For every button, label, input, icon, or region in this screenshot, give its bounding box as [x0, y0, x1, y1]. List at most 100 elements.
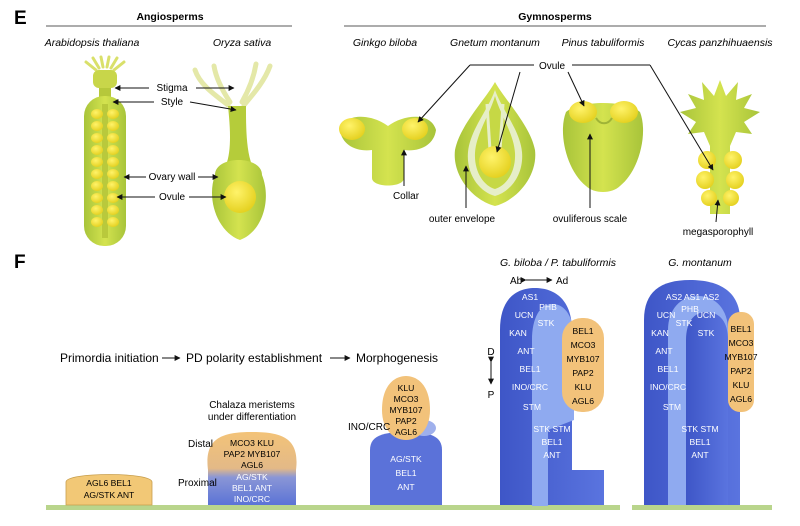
gm-orange-gene-6: AGL6	[730, 394, 752, 404]
label-megasporophyll: megasporophyll	[683, 227, 754, 238]
panel-f-letter: F	[14, 252, 26, 273]
label-style: Style	[161, 97, 184, 108]
gb-outer-gene-7: STM	[523, 402, 541, 412]
stage-primordia-initiation: Primordia initiation	[60, 351, 159, 365]
gb-bottom-gene-3: ANT	[543, 450, 561, 460]
arabidopsis-pistil-illustration	[84, 55, 126, 246]
gb-outer-gene-2: UCN	[515, 310, 534, 320]
gb-pt-ovule-shape	[500, 288, 604, 506]
gb-outer-gene-6: INO/CRC	[512, 382, 548, 392]
chalaza-caption-line-2: under differentiation	[208, 412, 296, 423]
gb-outer-gene-1: AS1	[522, 292, 538, 302]
species-arabidopsis: Arabidopsis thaliana	[44, 37, 140, 49]
label-ovuliferous-scale: ovuliferous scale	[553, 214, 628, 225]
label-ovary-wall: Ovary wall	[149, 172, 196, 183]
morph-bottom-gene-2: BEL1	[395, 468, 416, 478]
proximal-label: Proximal	[178, 478, 217, 489]
pd-polarity-shape	[207, 432, 297, 505]
primordium-gene-line-1: AGL6 BEL1	[86, 478, 132, 488]
morph-top-gene-1: KLU	[398, 383, 415, 393]
label-outer-envelope: outer envelope	[429, 214, 496, 225]
morph-top-gene-4: PAP2	[395, 416, 417, 426]
pinus-ovuliferous-scale-illustration	[562, 101, 644, 192]
gb-pt-title: G. biloba / P. tabuliformis	[500, 257, 617, 269]
gm-orange-gene-2: MCO3	[729, 338, 754, 348]
pd-proximal-gene-1: AG/STK	[236, 472, 268, 482]
gm-outer-gene-1: AS2	[666, 292, 682, 302]
gm-inner-gene-4: AS2	[703, 292, 719, 302]
pd-distal-gene-1: MCO3 KLU	[230, 438, 274, 448]
ad-label: Ad	[556, 276, 568, 287]
gm-inner-gene-5: UCN	[697, 310, 716, 320]
morph-distal-shape	[382, 376, 430, 440]
distal-label: Distal	[188, 439, 213, 450]
morph-top-gene-5: AGL6	[395, 427, 417, 437]
primordium-shape	[65, 474, 153, 506]
morph-top-gene-3: MYB107	[390, 405, 423, 415]
gm-orange-gene-1: BEL1	[730, 324, 751, 334]
label-collar: Collar	[393, 191, 420, 202]
pd-proximal-gene-3: INO/CRC	[234, 494, 270, 504]
gm-inner-gene-1: AS1	[684, 292, 700, 302]
gm-outer-gene-5: BEL1	[657, 364, 678, 374]
gm-outer-gene-4: ANT	[655, 346, 673, 356]
gb-orange-gene-1: BEL1	[572, 326, 593, 336]
pd-proximal-gene-2: BEL1 ANT	[232, 483, 273, 493]
species-oryza: Oryza sativa	[213, 37, 272, 49]
gm-orange-gene-5: KLU	[733, 380, 750, 390]
ground-line-left	[46, 505, 620, 510]
gb-outer-gene-3: KAN	[509, 328, 527, 338]
stage-morphogenesis: Morphogenesis	[356, 351, 438, 365]
species-cycas: Cycas panzhihuaensis	[667, 37, 773, 49]
stage-pd-polarity: PD polarity establishment	[186, 351, 323, 365]
gb-orange-gene-5: KLU	[575, 382, 592, 392]
d-label: D	[487, 347, 494, 358]
ginkgo-ovule-illustration	[339, 116, 436, 186]
cycas-megasporophyll-illustration	[680, 80, 760, 214]
gm-title: G. montanum	[668, 257, 732, 269]
pd-distal-gene-3: AGL6	[241, 460, 263, 470]
gm-outer-gene-3: KAN	[651, 328, 669, 338]
species-gnetum: Gnetum montanum	[450, 37, 540, 49]
label-stigma: Stigma	[156, 83, 188, 94]
morph-top-gene-2: MCO3	[394, 394, 419, 404]
ab-label: Ab	[510, 276, 523, 287]
gb-inner-gene-2: STK	[538, 318, 555, 328]
gb-bottom-gene-2: BEL1	[541, 437, 562, 447]
p-label: P	[488, 390, 495, 401]
gm-orange-gene-4: PAP2	[730, 366, 752, 376]
angiosperms-heading: Angiosperms	[136, 11, 203, 23]
gm-bottom-gene-3: ANT	[691, 450, 709, 460]
label-ovule-angiosperm: Ovule	[159, 192, 186, 203]
panel-e-letter: E	[14, 8, 27, 29]
oryza-pistil-illustration	[192, 61, 273, 240]
ground-line-right	[632, 505, 772, 510]
gm-outer-gene-2: UCN	[657, 310, 676, 320]
gnetum-ovule-illustration	[454, 82, 536, 206]
gm-outer-gene-6: INO/CRC	[650, 382, 686, 392]
gb-inner-gene-1: PHB	[539, 302, 557, 312]
gm-ovule-shape	[644, 280, 754, 505]
gb-orange-gene-4: PAP2	[572, 368, 594, 378]
gm-bottom-gene-1: STK STM	[681, 424, 718, 434]
gm-orange-gene-3: MYB107	[725, 352, 758, 362]
gymnosperms-heading: Gymnosperms	[518, 11, 592, 23]
gm-inner-gene-2: PHB	[681, 304, 699, 314]
gb-orange-gene-2: MCO3	[571, 340, 596, 350]
pd-distal-gene-2: PAP2 MYB107	[224, 449, 281, 459]
primordium-gene-line-2: AG/STK ANT	[84, 490, 135, 500]
chalaza-caption-line-1: Chalaza meristems	[209, 400, 295, 411]
species-pinus: Pinus tabuliformis	[562, 37, 646, 49]
gb-orange-gene-6: AGL6	[572, 396, 594, 406]
gb-outer-gene-5: BEL1	[519, 364, 540, 374]
label-ovule-gymnosperm: Ovule	[539, 61, 566, 72]
morph-inocrc-label: INO/CRC	[348, 422, 390, 433]
gb-outer-gene-4: ANT	[517, 346, 535, 356]
morph-bottom-gene-1: AG/STK	[390, 454, 422, 464]
morph-bottom-gene-3: ANT	[397, 482, 415, 492]
gm-bottom-gene-2: BEL1	[689, 437, 710, 447]
morph-base-shape	[370, 432, 442, 505]
gb-bottom-gene-1: STK STM	[533, 424, 570, 434]
gm-outer-gene-7: STM	[663, 402, 681, 412]
